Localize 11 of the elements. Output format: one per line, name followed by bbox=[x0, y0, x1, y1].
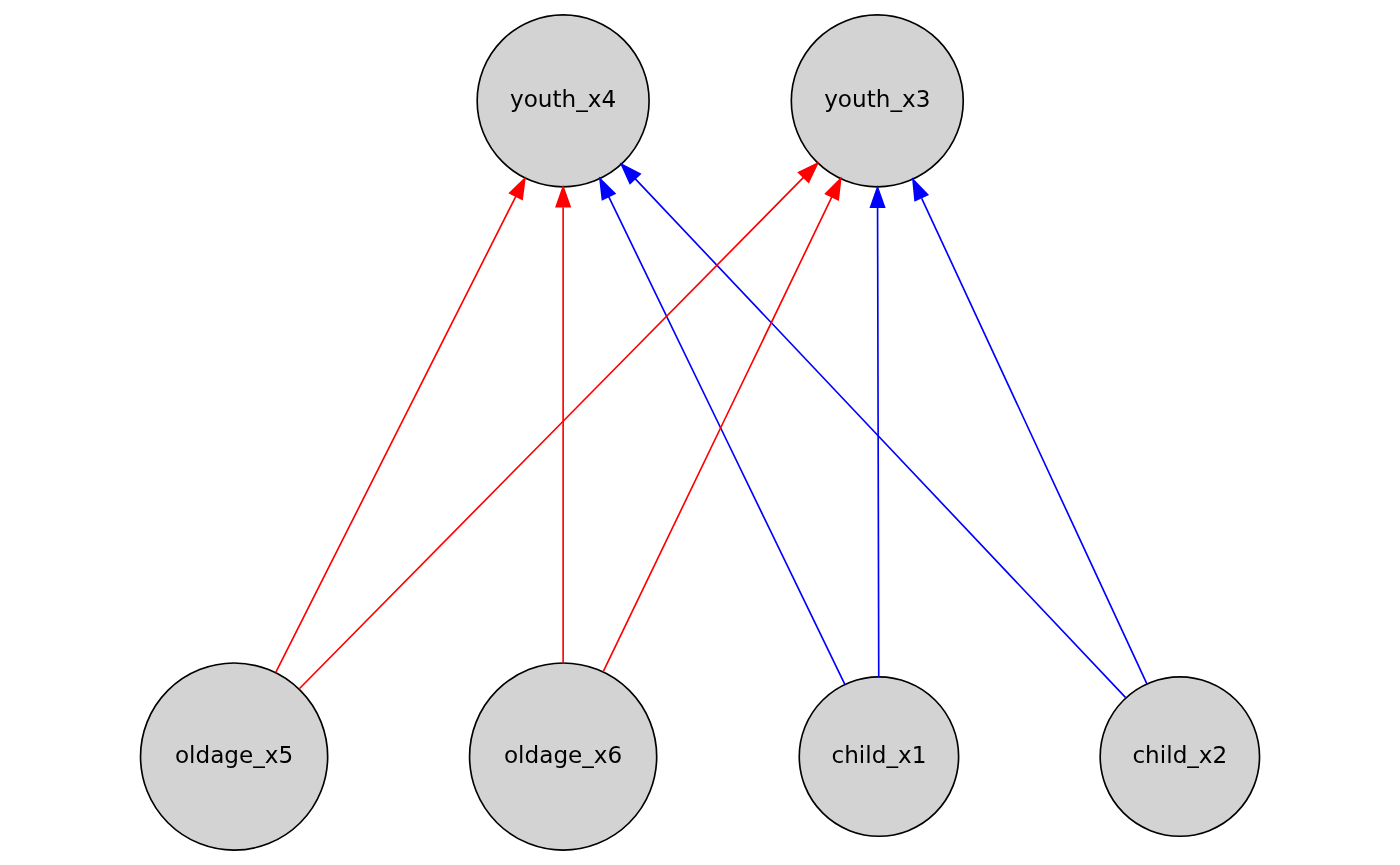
arrow bbox=[619, 162, 1127, 699]
node-circle: youth_x3 bbox=[790, 14, 965, 188]
arrow bbox=[555, 184, 572, 664]
node-circle: oldage_x6 bbox=[468, 662, 658, 851]
arrow bbox=[911, 177, 1148, 685]
arrow bbox=[274, 176, 526, 674]
arrow bbox=[869, 184, 886, 678]
node-circle: child_x2 bbox=[1099, 676, 1261, 838]
node-circle: child_x1 bbox=[798, 676, 960, 838]
node-circle: oldage_x5 bbox=[139, 662, 329, 851]
arrow bbox=[298, 161, 820, 690]
